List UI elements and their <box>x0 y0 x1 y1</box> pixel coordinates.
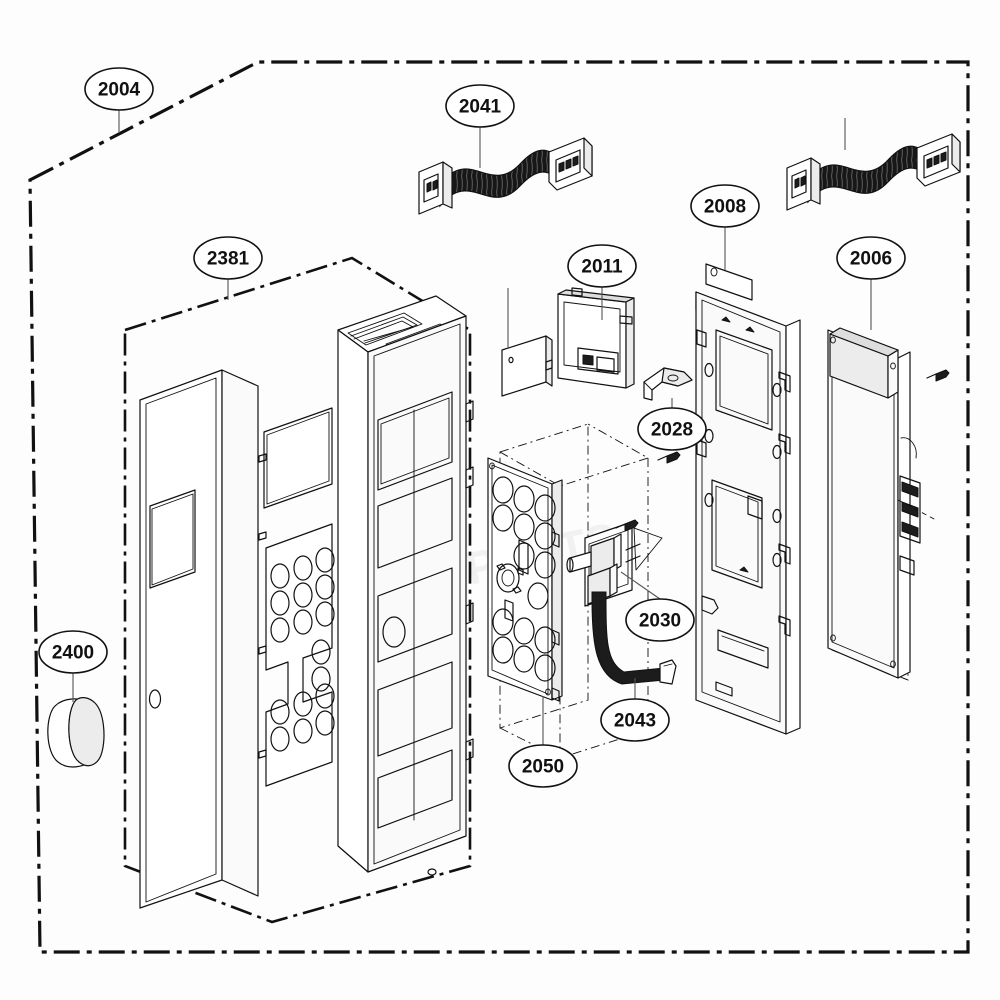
screw-fastener-upper <box>657 451 681 464</box>
part-2381-control-panel-frame <box>337 295 474 876</box>
callout-bubble[interactable] <box>445 84 515 128</box>
callout-2006[interactable]: 2006 <box>836 236 906 330</box>
callout-number: 2006 <box>850 249 892 270</box>
callout-number: 2011 <box>581 257 623 278</box>
callout-number: 2381 <box>207 249 250 270</box>
callout-2381[interactable]: 2381 <box>193 236 263 300</box>
callout-number: 2400 <box>52 643 94 664</box>
callout-bubble[interactable] <box>567 244 637 288</box>
callout-bubble[interactable] <box>637 407 707 451</box>
part-blank-cover-plate <box>501 288 553 397</box>
part-2381-front-cover-panel <box>139 369 259 909</box>
callout-layer: 2004 2381 2041 2011 2008 2006 2028 2400 2030 2043… <box>38 67 906 788</box>
callout-bubble[interactable] <box>193 236 263 280</box>
callout-bubble[interactable] <box>690 184 760 228</box>
callout-2008[interactable]: 2008 <box>690 184 760 270</box>
part-2400-round-cap-plug <box>47 697 105 768</box>
screw-fastener-pcb <box>926 369 950 382</box>
ribbon-connector-left <box>786 157 821 211</box>
callout-number: 2050 <box>522 757 564 778</box>
callout-leader-line <box>620 571 661 600</box>
callout-number: 2008 <box>704 197 746 218</box>
callout-2011[interactable]: 2011 <box>567 244 637 320</box>
callout-2043[interactable]: 2043 <box>600 678 670 742</box>
callout-bubble[interactable] <box>38 630 108 674</box>
part-2043-wire-harness <box>591 591 677 685</box>
assembly-boundary-2004 <box>28 60 970 954</box>
pcb-connector-stack <box>899 475 921 544</box>
callout-number: 2041 <box>459 97 502 118</box>
callout-bubble[interactable] <box>625 598 695 642</box>
callout-number: 2030 <box>639 611 681 632</box>
callout-2030[interactable]: 2030 <box>620 571 695 642</box>
screw-fastener <box>615 519 639 532</box>
callout-number: 2043 <box>614 711 656 732</box>
callout-2400[interactable]: 2400 <box>38 630 108 702</box>
rotary-encoder-detail <box>496 563 524 594</box>
part-2041-ribbon-cable-left <box>418 137 593 215</box>
callout-2028[interactable]: 2028 <box>637 398 707 451</box>
callout-bubble[interactable] <box>508 744 578 788</box>
part-2041-ribbon-cable-right <box>786 118 961 211</box>
callout-bubble[interactable] <box>84 67 154 111</box>
callout-number: 2004 <box>98 80 141 101</box>
ribbon-connector-right <box>548 137 593 191</box>
part-2381-graphic-overlay-sheet <box>258 407 335 787</box>
callout-number: 2028 <box>651 420 693 441</box>
callout-2004[interactable]: 2004 <box>84 67 154 133</box>
part-2011-display-window-lens <box>557 287 635 389</box>
ribbon-connector-left <box>418 161 453 215</box>
sub-assembly-boundary-2381 <box>123 256 472 924</box>
callout-2041[interactable]: 2041 <box>445 84 515 168</box>
part-2008-chassis-plate <box>695 263 801 735</box>
part-2006-main-pcb-board <box>827 327 950 679</box>
callout-2050[interactable]: 2050 <box>508 696 578 788</box>
callout-bubble[interactable] <box>836 236 906 280</box>
ribbon-connector-right <box>916 133 961 187</box>
callout-bubble[interactable] <box>600 698 670 742</box>
part-2050-keypad-membrane-panel <box>487 457 563 702</box>
part-2028-latch-hook-bracket <box>643 367 693 401</box>
